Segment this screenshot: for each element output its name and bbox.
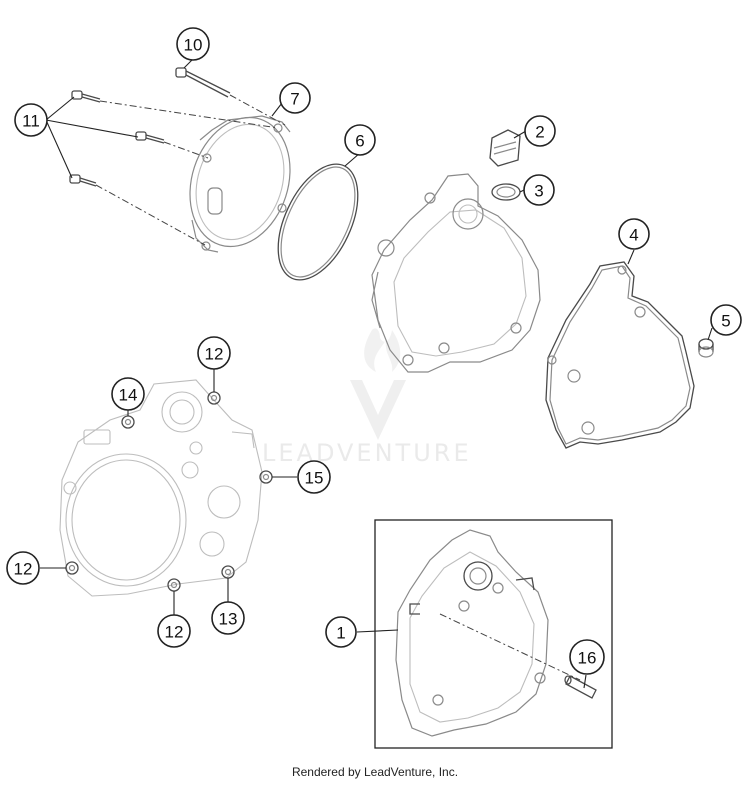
- assembly-inset-box: [374, 519, 613, 749]
- callout-2: 2: [524, 115, 556, 147]
- svg-text:16: 16: [578, 649, 597, 668]
- callout-6: 6: [344, 124, 376, 156]
- svg-text:3: 3: [534, 182, 543, 201]
- svg-text:6: 6: [355, 132, 364, 151]
- leader-lines: [40, 59, 713, 689]
- callout-12-bottom: 12: [157, 614, 191, 648]
- callout-12-left: 12: [6, 551, 40, 585]
- svg-text:5: 5: [721, 312, 730, 331]
- callout-15: 15: [297, 460, 331, 494]
- nut-14: [121, 415, 135, 429]
- callout-1: 1: [325, 616, 357, 648]
- watermark-logo: LEADVENTURE: [262, 328, 472, 467]
- callout-10: 10: [176, 27, 210, 61]
- clutch-cover-outer: [189, 115, 291, 253]
- callout-7: 7: [279, 82, 311, 114]
- svg-text:12: 12: [14, 560, 33, 579]
- nut-12-left: [65, 561, 79, 575]
- callout-5: 5: [710, 304, 742, 336]
- svg-text:2: 2: [535, 123, 544, 142]
- bolt-10: [175, 67, 231, 98]
- svg-text:15: 15: [305, 469, 324, 488]
- dowel-pin-5: [698, 338, 714, 358]
- plug-2: [489, 129, 521, 167]
- svg-text:1: 1: [336, 624, 345, 643]
- svg-text:4: 4: [629, 226, 638, 245]
- callout-13: 13: [211, 601, 245, 635]
- nut-12-top: [207, 391, 221, 405]
- svg-text:10: 10: [184, 36, 203, 55]
- footer-credit: Rendered by LeadVenture, Inc.: [291, 765, 459, 779]
- bolts-11: [69, 90, 165, 187]
- seal-ring-3: [491, 183, 521, 201]
- callout-4: 4: [618, 218, 650, 250]
- svg-text:7: 7: [290, 90, 299, 109]
- pin-16: [564, 675, 597, 699]
- svg-text:12: 12: [205, 345, 224, 364]
- svg-text:13: 13: [219, 610, 238, 629]
- svg-text:12: 12: [165, 623, 184, 642]
- callout-16: 16: [569, 639, 605, 675]
- callout-14: 14: [111, 377, 145, 411]
- clutch-cover-housing: [371, 173, 541, 373]
- svg-text:11: 11: [22, 112, 40, 131]
- o-ring-6: [277, 163, 359, 281]
- callout-12-top: 12: [197, 336, 231, 370]
- watermark-text: LEADVENTURE: [262, 439, 472, 467]
- callout-3: 3: [523, 174, 555, 206]
- callout-11: 11: [14, 103, 48, 137]
- svg-text:14: 14: [119, 386, 138, 405]
- gasket-4: [545, 261, 695, 449]
- crankcase-cover: [59, 379, 263, 597]
- clutch-cover-assembly: [395, 529, 549, 737]
